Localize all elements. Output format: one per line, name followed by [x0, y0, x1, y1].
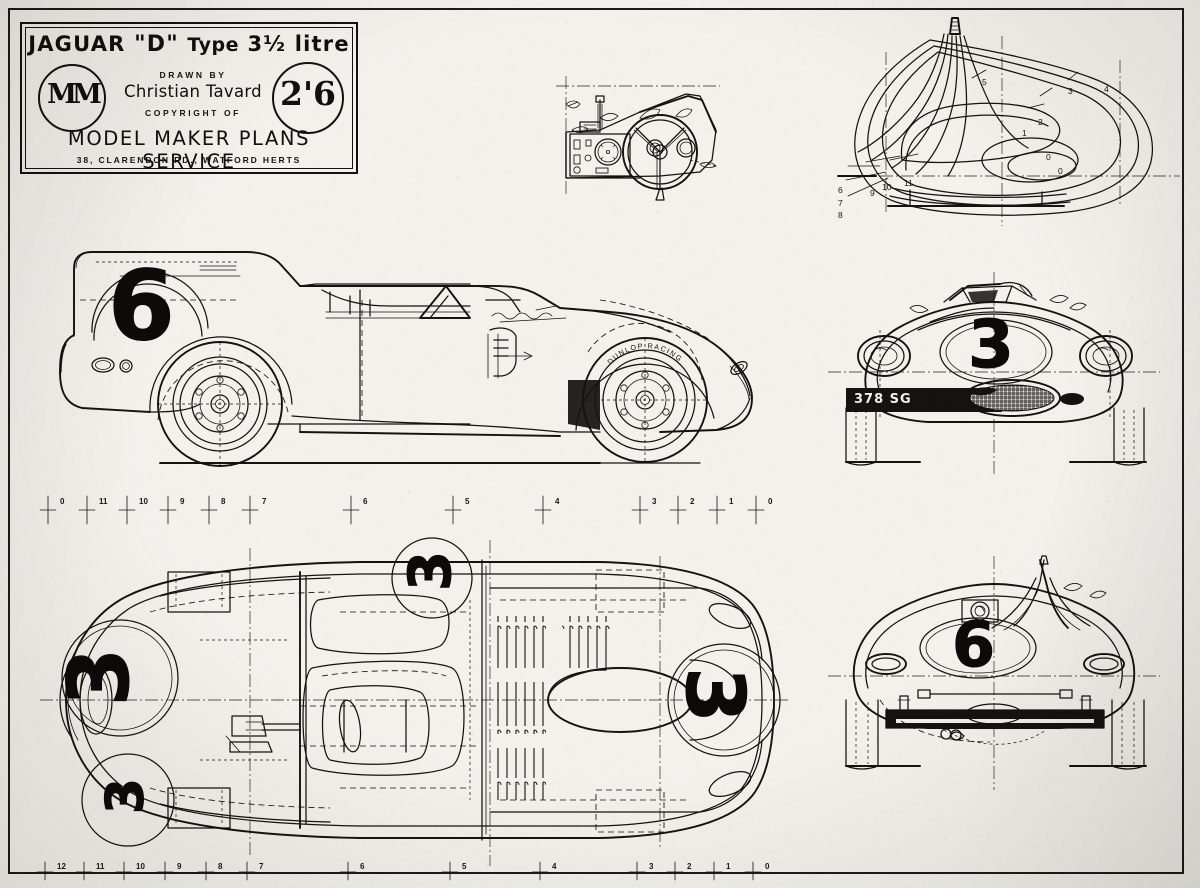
upper-ruler-tick-5: 7 [262, 497, 267, 506]
lower-ruler-tick-11: 1 [726, 862, 731, 871]
station-label-0-1: 0 [1058, 166, 1063, 176]
lower-ruler-tick-10: 2 [687, 862, 692, 871]
plan-view-race-number-lower: 3 [96, 777, 157, 815]
side-view-race-number: 6 [108, 250, 176, 362]
title-block-heading: JAGUAR "D" Type 3½ litre [22, 32, 356, 57]
station-label-3-4: 3 [1068, 86, 1073, 96]
station-label-10-11: 10 [882, 182, 892, 192]
station-label-4-5: 4 [1104, 84, 1109, 94]
lower-ruler-tick-2: 10 [136, 862, 145, 871]
title-capacity: 3½ litre [247, 32, 350, 56]
plan-view-race-number-nose: 3 [50, 647, 149, 707]
lower-ruler-tick-6: 6 [360, 862, 365, 871]
lower-ruler-tick-4: 8 [218, 862, 223, 871]
registration-plate-text: 378 SG [854, 392, 912, 407]
dashboard-detail-view [556, 76, 720, 201]
upper-ruler-tick-2: 10 [139, 497, 148, 506]
logo-text: MM [47, 79, 102, 110]
station-label-7-8: 7 [838, 198, 843, 208]
lower-ruler-tick-9: 3 [649, 862, 654, 871]
upper-ruler-tick-9: 3 [652, 497, 657, 506]
title-type-word: Type [187, 34, 239, 56]
station-label-8-9: 8 [838, 210, 843, 220]
station-label-1-2: 1 [1022, 128, 1027, 138]
body-section-lofting-view [837, 17, 1180, 226]
author-name: Christian Tavard [124, 82, 262, 101]
station-label-0-0: 0 [1046, 152, 1051, 162]
drawn-by-label: DRAWN BY [159, 70, 227, 80]
lower-ruler-tick-7: 5 [462, 862, 467, 871]
upper-ruler-tick-11: 1 [729, 497, 734, 506]
headlamp-right [1079, 335, 1133, 377]
lower-ruler-tick-8: 4 [552, 862, 557, 871]
station-label-6-7: 6 [838, 185, 843, 195]
plan-view-race-number-tail: 3 [667, 667, 761, 724]
title-model-letter: "D" [134, 32, 179, 57]
upper-ruler-tick-12: 0 [768, 497, 773, 506]
upper-ruler-tick-6: 6 [363, 497, 368, 506]
upper-ruler-tick-4: 8 [221, 497, 226, 506]
upper-ruler-tick-7: 5 [465, 497, 470, 506]
station-label-2-3: 2 [1038, 117, 1043, 127]
upper-ruler-tick-1: 11 [99, 497, 108, 506]
rear-view-race-number: 6 [951, 608, 996, 681]
upper-ruler-tick-3: 9 [180, 497, 185, 506]
front-view-race-number: 3 [968, 306, 1015, 383]
price-text: 2'6 [279, 74, 337, 113]
station-label-11-12: 11 [904, 178, 913, 188]
station-label-5-6: 5 [982, 77, 987, 87]
lower-ruler-tick-3: 9 [177, 862, 182, 871]
company-address: 38, CLARENDON RD., WATFORD HERTS [76, 155, 302, 165]
station-label-9-10: 9 [870, 188, 875, 198]
title-block: JAGUAR "D" Type 3½ litre MM DRAWN BY Chr… [20, 22, 358, 174]
company-name: MODEL MAKER PLANS SERVICE [67, 127, 311, 173]
lower-ruler-tick-12: 0 [765, 862, 770, 871]
title-marque: JAGUAR [28, 32, 126, 56]
lower-ruler-tick-0: 12 [57, 862, 66, 871]
lower-ruler-tick-5: 7 [259, 862, 264, 871]
model-maker-logo: MM [38, 64, 106, 132]
plan-view-race-number-upper: 3 [396, 550, 465, 592]
upper-ruler-tick-0: 0 [60, 497, 65, 506]
upper-ruler-tick-10: 2 [690, 497, 695, 506]
plan-rear-wheels [595, 569, 665, 833]
lower-ruler-tick-1: 11 [96, 862, 105, 871]
copyright-label: COPYRIGHT OF [145, 108, 241, 118]
price-badge: 2'6 [272, 62, 344, 134]
upper-ruler-tick-8: 4 [555, 497, 560, 506]
